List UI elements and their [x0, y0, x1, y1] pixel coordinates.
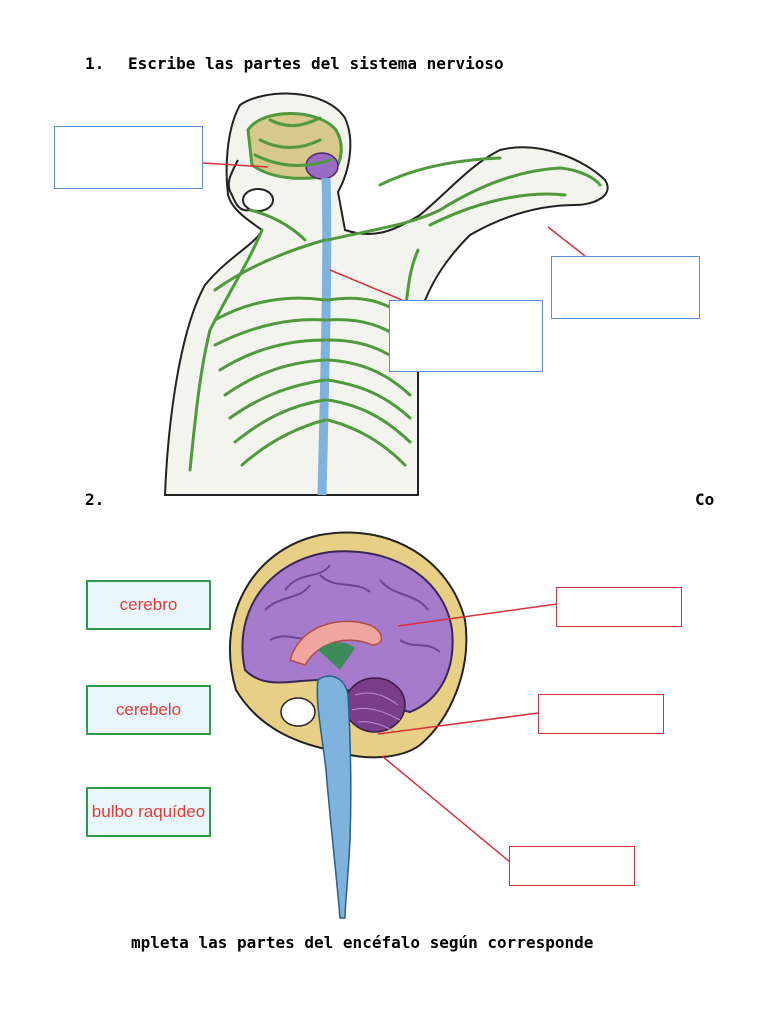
answer-box-brain-part-bottom[interactable]: [509, 846, 635, 886]
answer-box-nerves[interactable]: [551, 256, 700, 319]
word-card-cerebro[interactable]: cerebro: [86, 580, 211, 630]
section-1-number: 1.: [85, 54, 105, 73]
answer-box-brain-part-middle[interactable]: [538, 694, 664, 734]
nervous-system-illustration: [163, 92, 609, 496]
section-2-title-start: Co: [695, 490, 715, 509]
word-card-cerebelo[interactable]: cerebelo: [86, 685, 211, 735]
section-2-title-rest: mpleta las partes del encéfalo según cor…: [131, 933, 594, 952]
answer-box-brain[interactable]: [54, 126, 203, 189]
answer-box-spinal-cord[interactable]: [389, 300, 543, 372]
answer-box-brain-part-top[interactable]: [556, 587, 682, 627]
section-2-number: 2.: [85, 490, 105, 509]
word-card-bulbo-raquideo[interactable]: bulbo raquídeo: [86, 787, 211, 837]
section-1-title: Escribe las partes del sistema nervioso: [128, 54, 504, 73]
